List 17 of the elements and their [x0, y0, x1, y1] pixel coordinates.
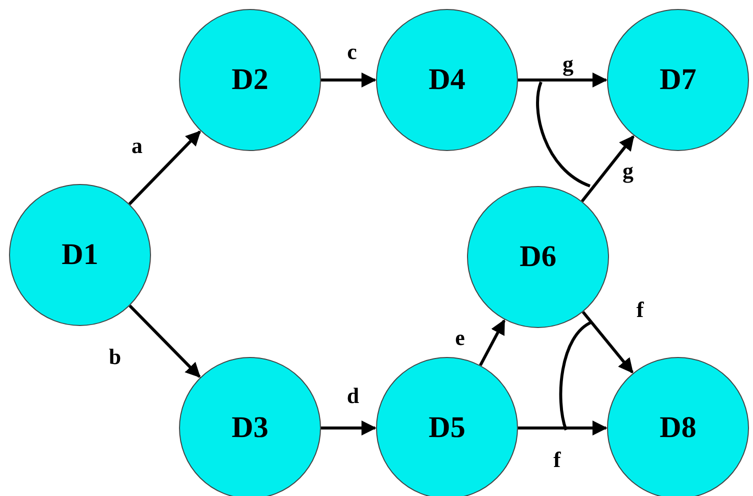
arrow — [128, 130, 201, 206]
arrow — [128, 304, 201, 378]
arrow — [321, 72, 376, 88]
node-label: D6 — [520, 240, 556, 274]
arrow — [321, 420, 376, 436]
node-label: D7 — [660, 63, 696, 97]
node-label: D2 — [232, 63, 268, 97]
node-label: D5 — [428, 411, 466, 445]
node-label: D1 — [62, 238, 98, 272]
node-label: D4 — [428, 63, 466, 97]
arrow — [479, 319, 506, 366]
arrow — [518, 420, 608, 436]
arrow — [518, 72, 608, 88]
node-label: D3 — [232, 411, 268, 445]
arrow — [582, 310, 634, 374]
node-label: D8 — [660, 411, 696, 445]
arrow — [580, 135, 635, 202]
